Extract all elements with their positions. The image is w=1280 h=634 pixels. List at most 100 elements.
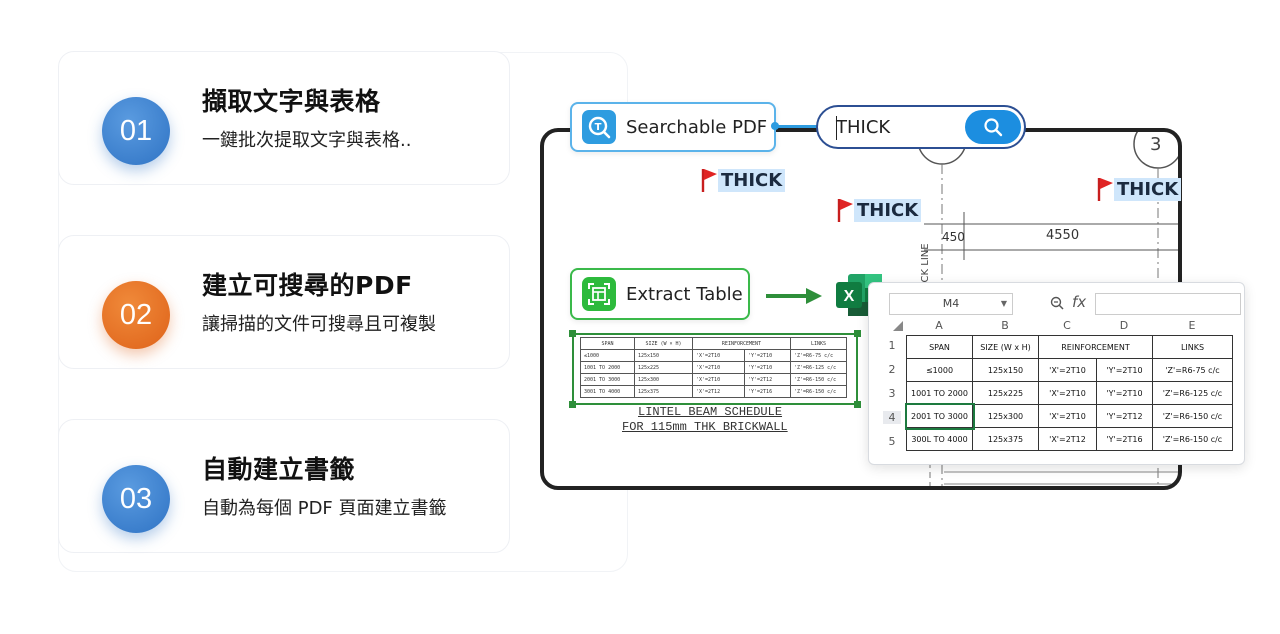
feature-description: 自動為每個 PDF 頁面建立書籤	[202, 498, 447, 519]
feature-number-badge: 03	[102, 465, 170, 533]
zoom-icon[interactable]	[1050, 296, 1064, 310]
arrow-right-icon	[766, 288, 822, 304]
spreadsheet-cell[interactable]: 2001 TO 3000	[904, 402, 975, 430]
spreadsheet-cell[interactable]: REINFORCEMENT	[1038, 335, 1153, 359]
feature-card-extract: 01 擷取文字與表格 一鍵批次提取文字與表格..	[58, 51, 510, 185]
spreadsheet-cell[interactable]: 'Y'=2T12	[1096, 404, 1153, 428]
feature-number-badge: 01	[102, 97, 170, 165]
feature-card-bookmarks: 03 自動建立書籤 自動為每個 PDF 頁面建立書籤	[58, 419, 510, 553]
table-scan-icon	[582, 277, 616, 311]
spreadsheet-cell[interactable]: 'Z'=R6-150 c/c	[1152, 404, 1233, 428]
selection-handle[interactable]	[569, 401, 576, 408]
spreadsheet-cell[interactable]: 'X'=2T12	[1038, 427, 1097, 451]
column-header[interactable]: D	[1119, 319, 1129, 332]
red-flag-icon	[1097, 178, 1113, 201]
row-header[interactable]: 1	[888, 339, 896, 352]
chevron-down-icon: ▼	[1000, 299, 1007, 308]
text-caret	[836, 116, 837, 140]
table-selection-box[interactable]	[572, 333, 858, 405]
row-header[interactable]: 4	[883, 411, 901, 424]
searchable-pdf-badge: T Searchable PDF	[570, 102, 776, 152]
column-header[interactable]: C	[1063, 319, 1071, 332]
grid-mark: 3	[1150, 134, 1162, 155]
feature-title: 擷取文字與表格	[202, 87, 381, 116]
column-header[interactable]: B	[1001, 319, 1009, 332]
feature-title: 建立可搜尋的PDF	[202, 271, 413, 300]
column-header[interactable]: E	[1188, 319, 1196, 332]
spreadsheet-cell[interactable]: LINKS	[1152, 335, 1233, 359]
search-input[interactable]: THICK	[816, 105, 1026, 149]
spreadsheet-cell[interactable]: SPAN	[906, 335, 973, 359]
spreadsheet-cell[interactable]: 300L TO 4000	[906, 427, 973, 451]
selection-handle[interactable]	[854, 330, 861, 337]
spreadsheet-cell[interactable]: 'Y'=2T16	[1096, 427, 1153, 451]
search-hit-text: THICK	[1114, 177, 1182, 201]
spreadsheet-cell[interactable]: 125x375	[972, 427, 1039, 451]
connector-line	[776, 125, 818, 128]
selection-handle[interactable]	[569, 330, 576, 337]
spreadsheet-cell[interactable]: 'Y'=2T10	[1096, 381, 1153, 405]
cell-name-box[interactable]: M4 ▼	[889, 293, 1013, 315]
cell-reference: M4	[942, 297, 960, 310]
red-flag-icon	[837, 199, 853, 222]
fx-label: fx	[1072, 293, 1087, 311]
selection-handle[interactable]	[854, 401, 861, 408]
feature-description: 讓掃描的文件可搜尋且可複製	[202, 314, 436, 335]
select-all-corner-icon[interactable]	[893, 321, 903, 331]
spreadsheet-cell[interactable]: SIZE (W x H)	[972, 335, 1039, 359]
red-flag-icon	[701, 169, 717, 192]
source-table-cell: 'X'=2T12	[692, 385, 745, 398]
spreadsheet-cell[interactable]: 1001 TO 2000	[906, 381, 973, 405]
svg-text:X: X	[844, 288, 855, 305]
source-table-cell: 'Z'=R6-150 c/c	[790, 385, 847, 398]
search-hit[interactable]: THICK	[700, 167, 786, 193]
svg-text:T: T	[595, 122, 602, 133]
row-header[interactable]: 3	[888, 387, 896, 400]
search-button[interactable]	[965, 110, 1021, 144]
formula-bar[interactable]	[1095, 293, 1241, 315]
search-icon	[984, 118, 1003, 137]
spreadsheet-cell[interactable]: 'Z'=R6-125 c/c	[1152, 381, 1233, 405]
feature-card-searchable: 02 建立可搜尋的PDF 讓掃描的文件可搜尋且可複製	[58, 235, 510, 369]
extract-table-badge: Extract Table	[570, 268, 750, 320]
drawing-caption: LINTEL BEAM SCHEDULE	[638, 405, 783, 419]
search-hit-text: THICK	[718, 168, 786, 192]
spreadsheet-cell[interactable]: 125x150	[972, 358, 1039, 382]
search-hit-text: THICK	[854, 198, 922, 222]
search-hit[interactable]: THICK	[1096, 176, 1182, 202]
spreadsheet-cell[interactable]: ≤1000	[906, 358, 973, 382]
feature-number-badge: 02	[102, 281, 170, 349]
spreadsheet-cell[interactable]: 125x225	[972, 381, 1039, 405]
search-hit[interactable]: THICK	[836, 197, 922, 223]
search-query: THICK	[836, 117, 891, 138]
dimension-label: 4550	[1046, 228, 1080, 243]
spreadsheet-cell[interactable]: 'Z'=R6-150 c/c	[1152, 427, 1233, 451]
spreadsheet-cell[interactable]: 125x300	[972, 404, 1039, 428]
ocr-search-icon: T	[582, 110, 616, 144]
column-header[interactable]: A	[935, 319, 943, 332]
extract-table-label: Extract Table	[626, 283, 743, 305]
feature-title: 自動建立書籤	[202, 455, 356, 484]
spreadsheet-cell[interactable]: 'Z'=R6-75 c/c	[1152, 358, 1233, 382]
searchable-pdf-label: Searchable PDF	[626, 116, 768, 138]
dimension-label: 450	[942, 230, 965, 244]
feature-description: 一鍵批次提取文字與表格..	[202, 130, 412, 151]
spreadsheet-cell[interactable]: 'X'=2T10	[1038, 358, 1097, 382]
connector-dot	[771, 122, 779, 130]
row-header[interactable]: 5	[888, 435, 896, 448]
row-header[interactable]: 2	[888, 363, 896, 376]
spreadsheet-cell[interactable]: 'Y'=2T10	[1096, 358, 1153, 382]
spreadsheet-cell[interactable]: 'X'=2T10	[1038, 404, 1097, 428]
drawing-caption: FOR 115mm THK BRICKWALL	[622, 420, 788, 434]
spreadsheet-cell[interactable]: 'X'=2T10	[1038, 381, 1097, 405]
